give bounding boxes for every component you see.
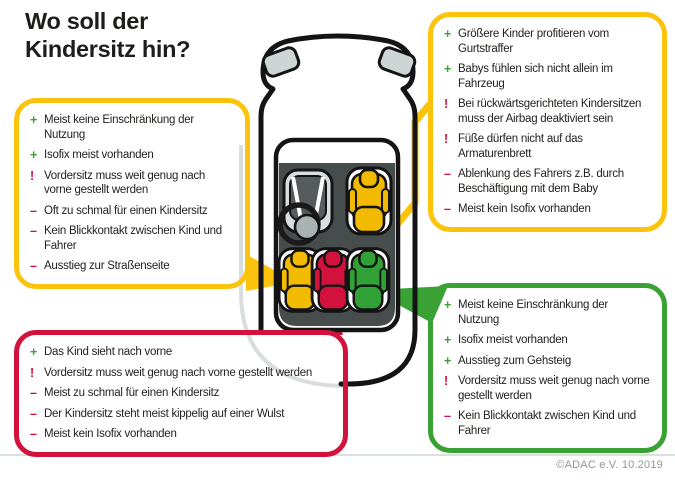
callout-item: ! Vordersitz muss weit genug nach vorne g… [444, 374, 651, 403]
callout-item-text: Vordersitz muss weit genug nach vorne ge… [44, 169, 206, 197]
callout-rear-left-seat: + Meist keine Einschränkung der Nutzung + I… [14, 98, 250, 289]
callout-item: + Meist keine Einschränkung der Nutzung [30, 113, 234, 142]
callout-item-text: Vordersitz muss weit genug nach vorne ge… [44, 366, 313, 379]
driver-head [293, 213, 321, 241]
callout-item-text: Meist kein Isofix vorhanden [44, 428, 177, 440]
callout-item-text: Oft zu schmal für einen Kindersitz [44, 204, 208, 217]
callout-item: + Meist keine Einschränkung der Nutzung [444, 298, 651, 327]
warn-bullet-icon: ! [444, 132, 449, 146]
plus-bullet-icon: + [444, 27, 452, 41]
callout-item: –Kein Blickkontakt zwischen Kind und Fah… [444, 409, 651, 438]
callout-item: + Das Kind sieht nach vorne [30, 345, 332, 360]
right-mirror-icon [377, 46, 417, 78]
callout-item-text: Meist keine Einschränkung der Nutzung [44, 114, 194, 141]
warn-bullet-icon: ! [30, 365, 35, 380]
callout-item-text: Füße dürfen nicht auf das Armaturenbrett [458, 133, 583, 160]
callout-item-text: Größere Kinder profitieren vom Gurtstraf… [458, 28, 610, 55]
minus-bullet-icon: – [30, 259, 37, 273]
plus-bullet-icon: + [30, 113, 38, 127]
callout-item: ! Vordersitz muss weit genug nach vorne g… [30, 366, 332, 381]
warn-bullet-icon: ! [444, 374, 449, 388]
warn-bullet-icon: ! [444, 97, 449, 111]
minus-bullet-icon: – [30, 427, 37, 441]
minus-bullet-icon: – [30, 386, 37, 400]
left-mirror-icon [261, 46, 301, 78]
child-seat-rear-right [345, 247, 391, 313]
callout-item: + Isofix meist vorhanden [444, 333, 651, 348]
callout-rear-middle-seat: + Das Kind sieht nach vorne! Vordersitz mu… [14, 330, 348, 457]
car-body [258, 33, 418, 387]
callout-item-text: Meist zu schmal für einen Kindersitz [44, 387, 220, 399]
callout-item: + Isofix meist vorhanden [30, 148, 234, 163]
driver-seat [277, 168, 334, 246]
callout-item-text: Der Kindersitz steht meist kippelig auf … [44, 407, 285, 420]
minus-bullet-icon: – [30, 406, 37, 421]
callout-item: –Der Kindersitz steht meist kippelig auf… [30, 407, 332, 422]
callout-item-text: Babys fühlen sich nicht allein im Fahrze… [458, 63, 613, 90]
callout-item: –Meist kein Isofix vorhanden [30, 427, 332, 442]
callout-item-text: Ausstieg zum Gehsteig [458, 354, 572, 367]
callout-item-text: Das Kind sieht nach vorne [44, 346, 172, 358]
callout-item: + Babys fühlen sich nicht allein im Fahrz… [444, 62, 651, 91]
callout-item-text: Ausstieg zur Straßenseite [44, 260, 170, 272]
callout-front-passenger-seat: + Größere Kinder profitieren vom Gurtstra… [428, 12, 667, 232]
callout-item: –Kein Blickkontakt zwischen Kind und Fah… [30, 224, 234, 253]
minus-bullet-icon: – [444, 409, 451, 423]
callout-item-text: Kein Blickkontakt zwischen Kind und Fahr… [44, 225, 222, 252]
callout-item: –Oft zu schmal für einen Kindersitz [30, 204, 234, 219]
plus-bullet-icon: + [30, 148, 38, 162]
callout-item: –Meist kein Isofix vorhanden [444, 202, 651, 217]
callout-item: + Ausstieg zum Gehsteig [444, 354, 651, 369]
callout-item: ! Füße dürfen nicht auf das Armaturenbret… [444, 132, 651, 161]
callout-item-text: Meist kein Isofix vorhanden [458, 203, 591, 215]
minus-bullet-icon: – [30, 203, 37, 218]
minus-bullet-icon: – [30, 224, 37, 238]
callout-item: ! Vordersitz muss weit genug nach vorne g… [30, 169, 234, 198]
callout-item-text: Ablenkung des Fahrers z.B. durch Beschäf… [458, 168, 624, 195]
callout-item-text: Bei rückwärtsgerichteten Kindersitzen mu… [458, 98, 642, 125]
callout-item: –Meist zu schmal für einen Kindersitz [30, 386, 332, 401]
minus-bullet-icon: – [444, 202, 451, 216]
plus-bullet-icon: + [444, 353, 452, 368]
warn-bullet-icon: ! [30, 168, 35, 183]
callout-item-text: Isofix meist vorhanden [44, 149, 154, 161]
callout-item: –Ablenkung des Fahrers z.B. durch Beschä… [444, 167, 651, 196]
callout-item: –Ausstieg zur Straßenseite [30, 259, 234, 274]
plus-bullet-icon: + [444, 333, 452, 347]
callout-rear-right-seat: + Meist keine Einschränkung der Nutzung + I… [428, 283, 667, 453]
plus-bullet-icon: + [444, 62, 452, 76]
gray-swoosh [239, 145, 348, 388]
child-seat-front-passenger [345, 166, 393, 236]
callout-item-text: Vordersitz muss weit genug nach vorne ge… [458, 375, 650, 402]
page-title: Wo soll der Kindersitz hin? [25, 8, 191, 62]
minus-bullet-icon: – [444, 167, 451, 181]
copyright-text: ©ADAC e.V. 10.2019 [556, 459, 663, 471]
plus-bullet-icon: + [30, 345, 38, 359]
callout-item: ! Bei rückwärtsgerichteten Kindersitzen m… [444, 97, 651, 126]
callout-item-text: Kein Blickkontakt zwischen Kind und Fahr… [458, 410, 636, 437]
plus-bullet-icon: + [444, 298, 452, 312]
callout-item: + Größere Kinder profitieren vom Gurtstra… [444, 27, 651, 56]
callout-item-text: Meist keine Einschränkung der Nutzung [458, 299, 608, 326]
callout-item-text: Isofix meist vorhanden [458, 334, 568, 346]
